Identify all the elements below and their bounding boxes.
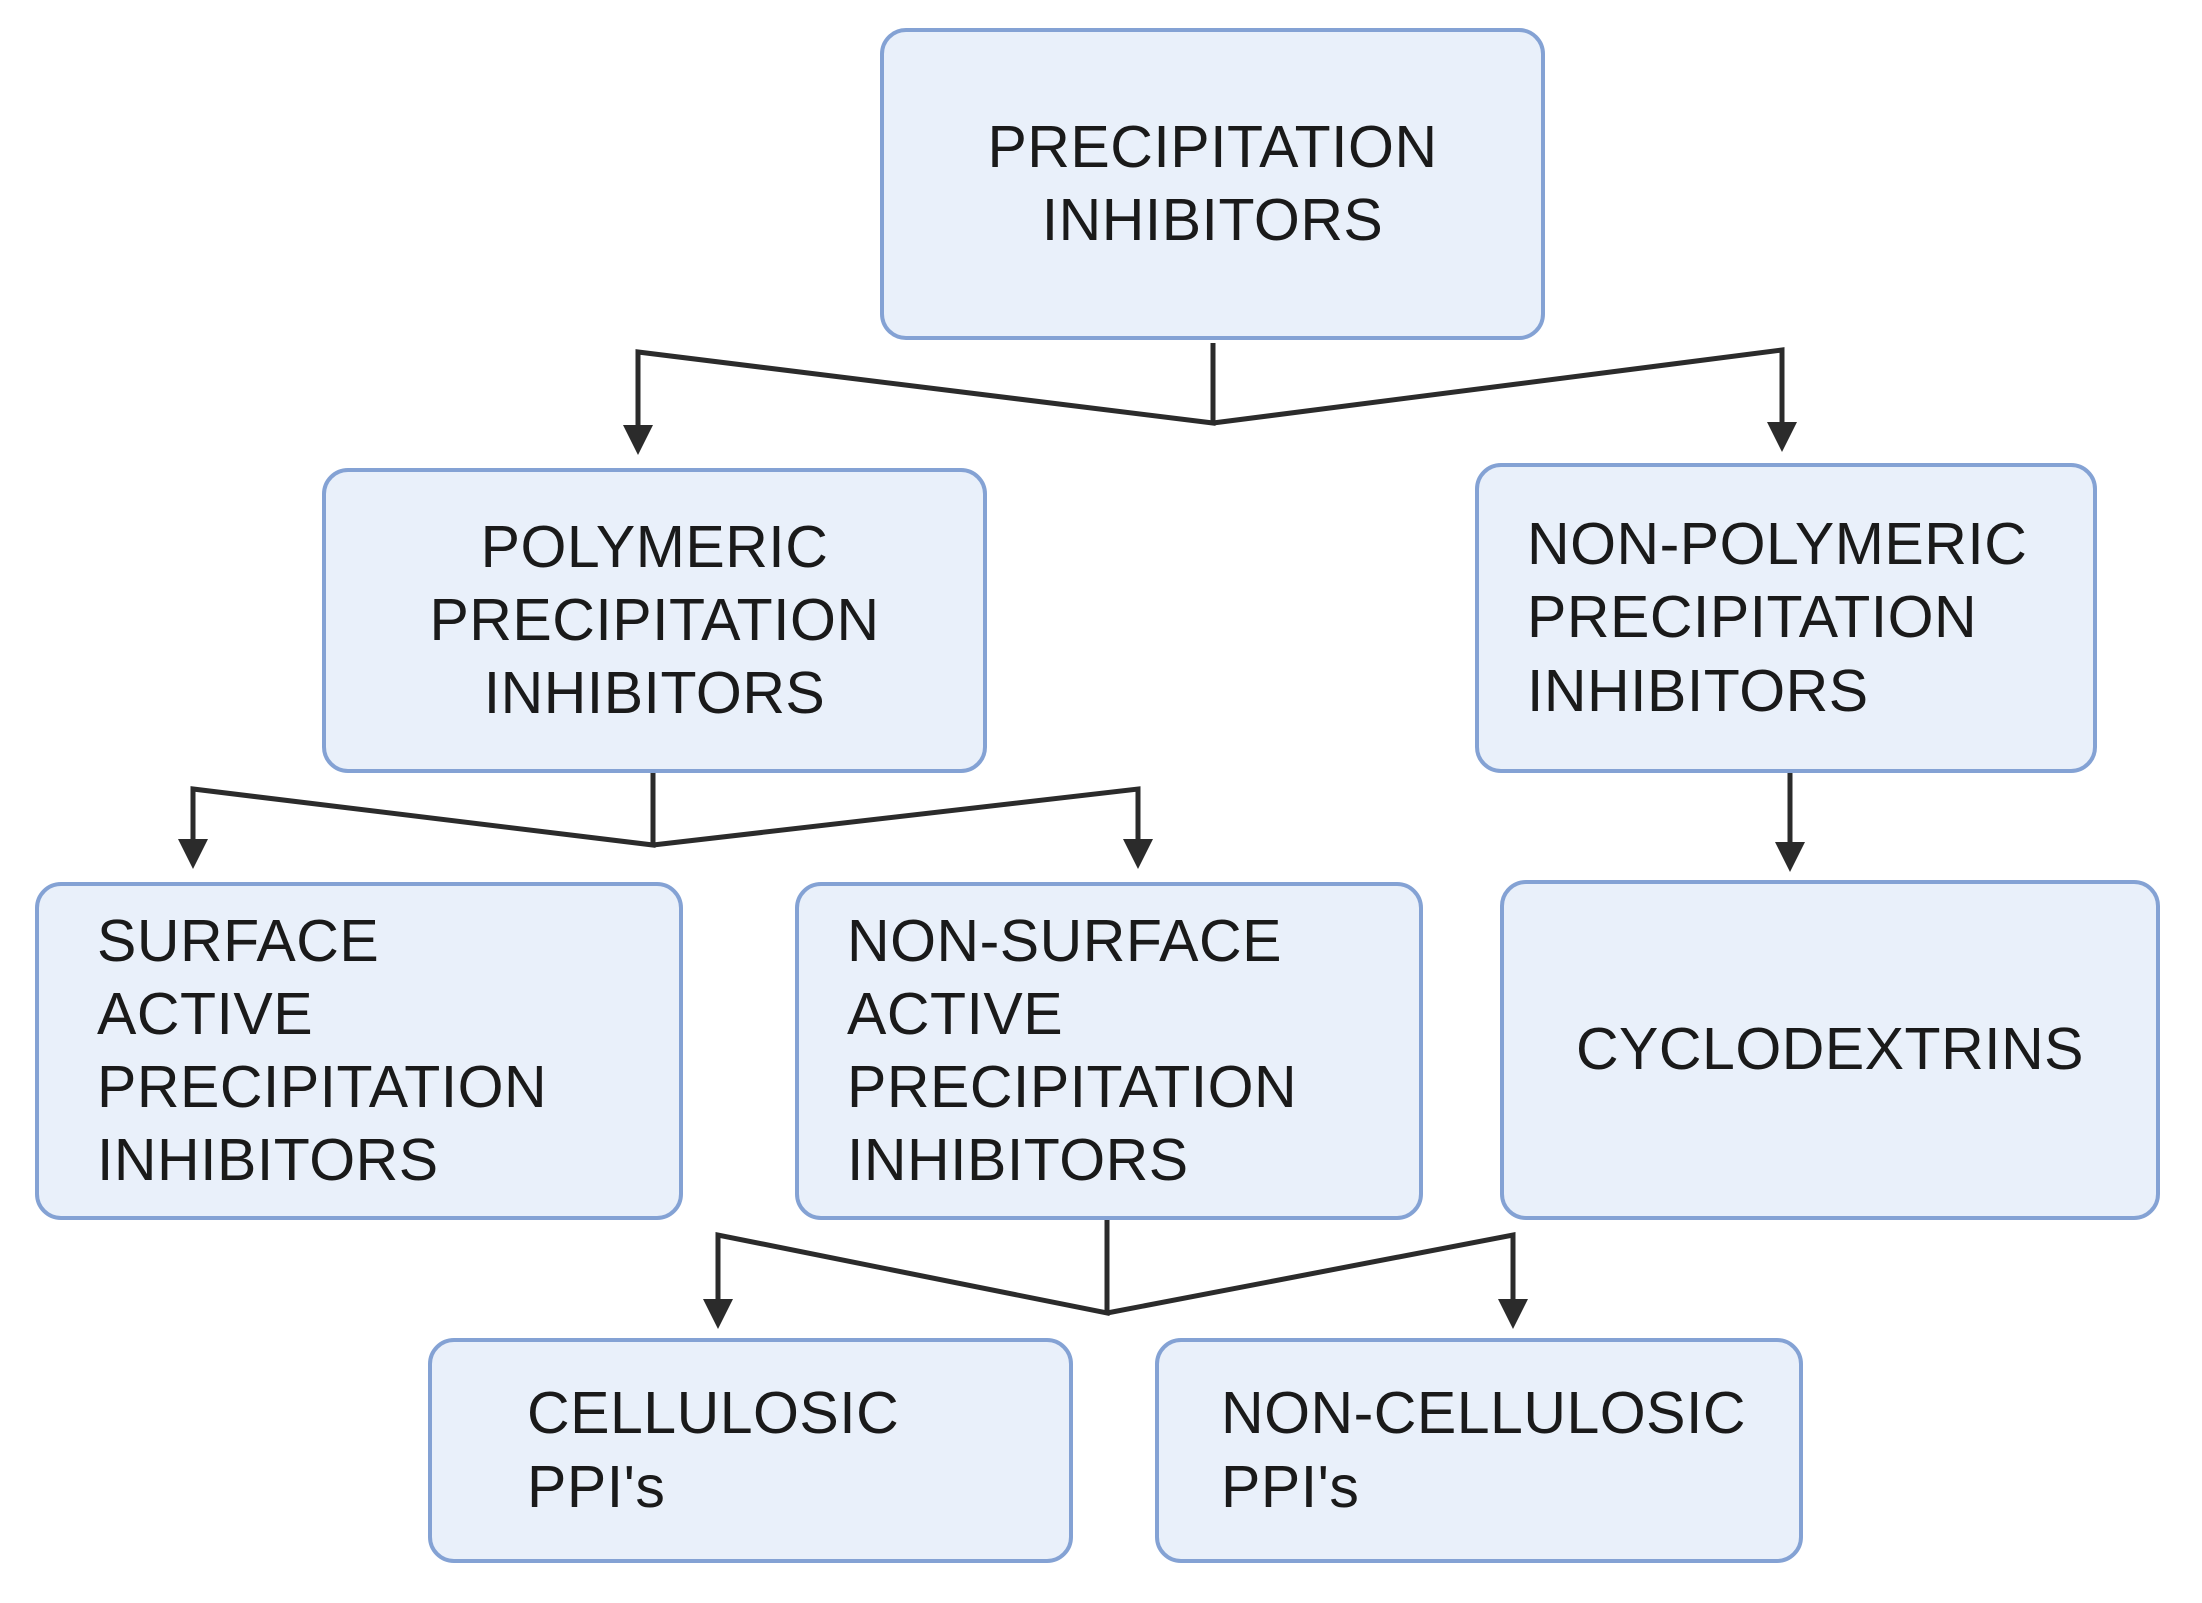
node-label-line: PRECIPITATION: [97, 1054, 548, 1120]
node-non-surface-active-precipitation-inhibitors: NON-SURFACE ACTIVE PRECIPITATION INHIBIT…: [795, 882, 1423, 1220]
node-label-line: ACTIVE: [847, 980, 1064, 1047]
node-label-line: ACTIVE: [97, 980, 314, 1047]
node-label-line: POLYMERIC: [480, 513, 829, 580]
node-non-cellulosic-ppis: NON-CELLULOSIC PPI's: [1155, 1338, 1803, 1563]
node-cellulosic-ppis: CELLULOSIC PPI's: [428, 1338, 1073, 1563]
node-precipitation-inhibitors: PRECIPITATION INHIBITORS: [880, 28, 1545, 340]
node-label-line: NON-POLYMERIC: [1527, 511, 2028, 578]
node-cyclodextrins: CYCLODEXTRINS: [1500, 880, 2160, 1220]
node-label-line: INHIBITORS: [97, 1127, 439, 1194]
edge-non-surface-to-non-cellulosic: [1106, 1231, 1528, 1329]
node-label-line: PRECIPITATION: [429, 586, 880, 653]
node-polymeric-precipitation-inhibitors: POLYMERIC PRECIPITATION INHIBITORS: [322, 468, 987, 773]
node-label-line: NON-CELLULOSIC: [1221, 1380, 1747, 1447]
node-non-polymeric-precipitation-inhibitors: NON-POLYMERIC PRECIPITATION INHIBITORS: [1475, 463, 2097, 773]
node-label-line: PRECIPITATION: [847, 1054, 1298, 1120]
node-label-line: INHIBITORS: [1041, 187, 1384, 253]
node-label-line: PRECIPITATION: [987, 113, 1438, 180]
node-label-line: INHIBITORS: [1527, 657, 1869, 724]
edge-non-surface-to-cellulosic: [703, 1217, 1110, 1329]
edge-root-to-non-polymeric: [1212, 347, 1797, 452]
node-label-line: NON-SURFACE: [847, 907, 1282, 974]
node-label-line: SURFACE: [97, 907, 380, 974]
node-surface-active-precipitation-inhibitors: SURFACE ACTIVE PRECIPITATION INHIBITORS: [35, 882, 683, 1220]
node-label-line: INHIBITORS: [483, 660, 826, 727]
edge-polymeric-to-surface-active: [178, 773, 656, 869]
node-label-line: CYCLODEXTRINS: [1575, 1016, 2085, 1083]
node-label-line: PPI's: [527, 1453, 666, 1520]
node-label-line: PRECIPITATION: [1527, 584, 1978, 651]
node-label-line: CELLULOSIC: [527, 1380, 900, 1447]
node-label-line: PPI's: [1221, 1453, 1360, 1520]
edge-polymeric-to-non-surface-active: [652, 786, 1153, 869]
edge-root-to-polymeric: [623, 343, 1216, 455]
node-label-line: INHIBITORS: [847, 1127, 1189, 1194]
